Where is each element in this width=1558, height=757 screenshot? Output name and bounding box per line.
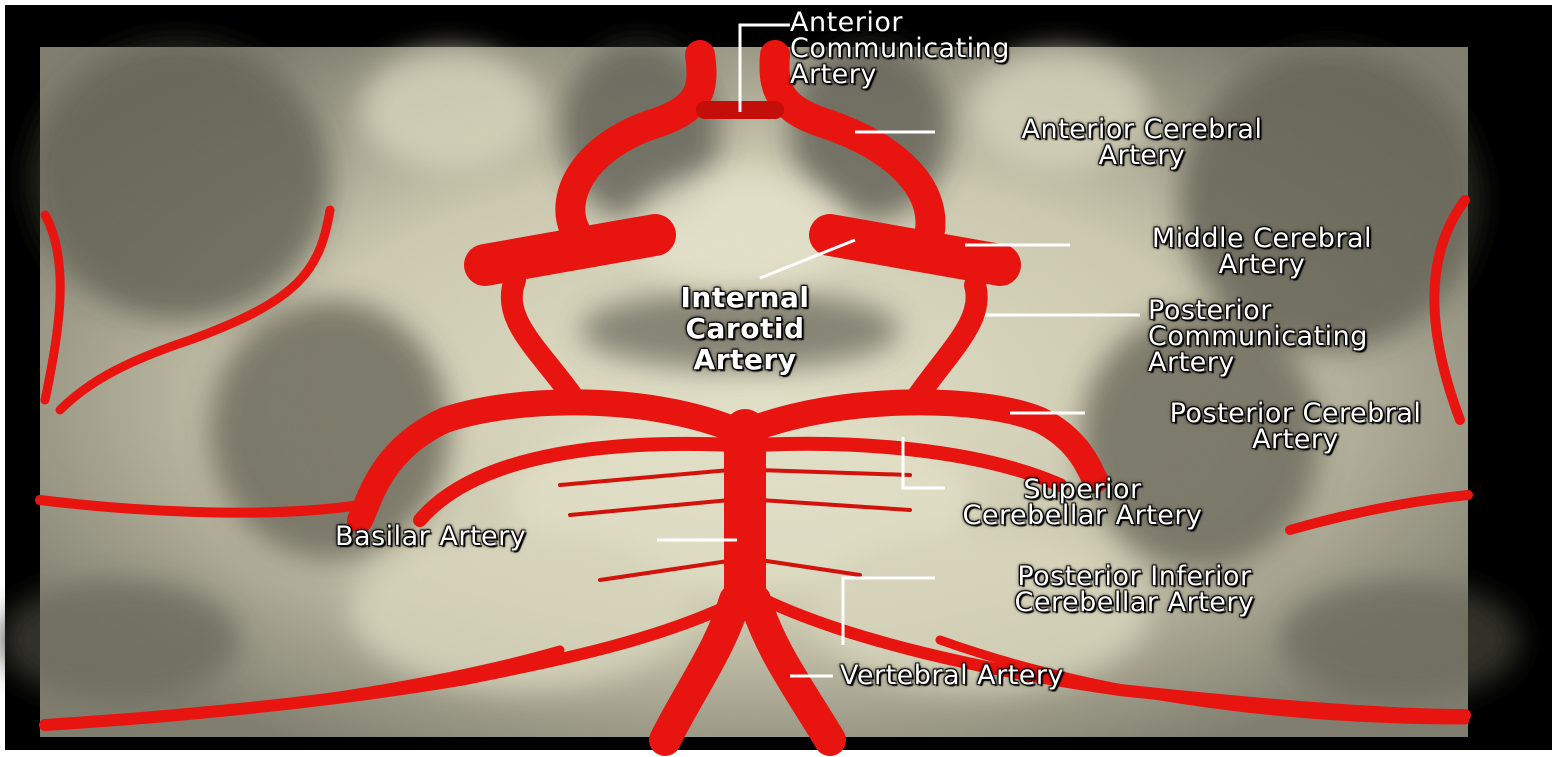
label-vertebral-artery: Vertebral Artery (840, 663, 1064, 689)
label-posterior-communicating-artery: Posterior Communicating Artery (1148, 298, 1368, 376)
left-middle-cerebral (485, 235, 655, 265)
label-line: Artery (1148, 350, 1368, 376)
label-line: Artery (1072, 252, 1452, 278)
label-posterior-cerebral-artery: Posterior Cerebral Artery (1088, 401, 1503, 453)
label-anterior-cerebral-artery: Anterior Cerebral Artery (937, 117, 1347, 169)
label-basilar-artery: Basilar Artery (335, 524, 526, 550)
label-line: Internal (630, 282, 860, 313)
right-middle-cerebral (830, 235, 1000, 265)
label-line: Artery (790, 62, 1010, 88)
label-line: Artery (937, 143, 1347, 169)
label-posterior-inferior-cerebellar-artery: Posterior Inferior Cerebellar Artery (937, 564, 1332, 616)
label-line: Vertebral Artery (840, 663, 1064, 689)
label-superior-cerebellar-artery: Superior Cerebellar Artery (885, 477, 1280, 529)
label-internal-carotid-artery: Internal Carotid Artery (630, 282, 860, 375)
label-line: Cerebellar Artery (885, 503, 1280, 529)
label-anterior-communicating-artery: Anterior Communicating Artery (790, 10, 1010, 88)
label-middle-cerebral-artery: Middle Cerebral Artery (1072, 226, 1452, 278)
label-line: Cerebellar Artery (937, 590, 1332, 616)
label-line: Artery (1088, 427, 1503, 453)
label-line: Basilar Artery (335, 524, 526, 550)
label-line: Artery (630, 344, 860, 375)
label-line: Carotid (630, 313, 860, 344)
